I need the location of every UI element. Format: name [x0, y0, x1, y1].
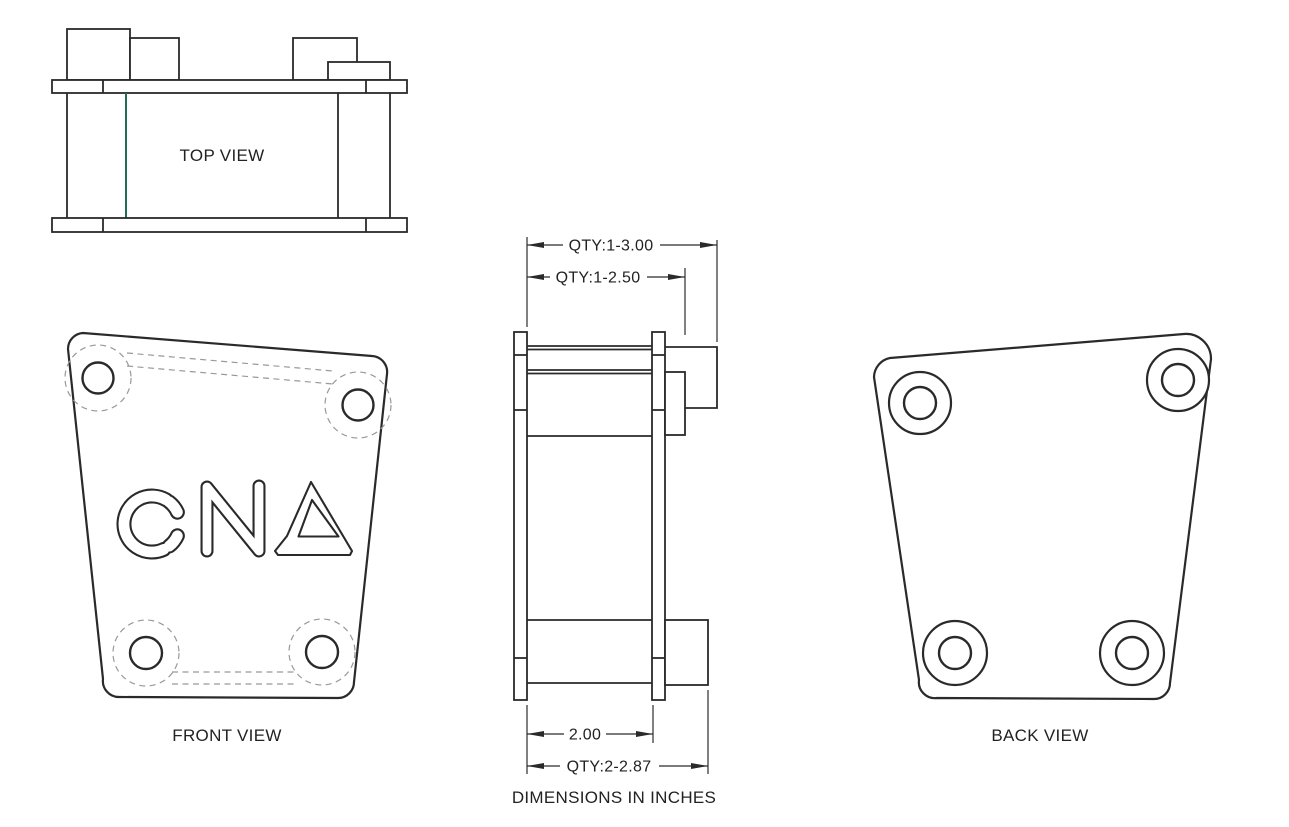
top-view-boss-4 [327, 61, 391, 81]
counterbore-dashed-top-left [64, 344, 132, 412]
front-hole-top-right [341, 388, 375, 422]
c-arc-bottom-inner [163, 530, 183, 552]
counterbore-dashed-bottom-right [288, 618, 356, 686]
cna-logo-letter-c-inner [118, 490, 183, 558]
units-note: DIMENSIONS IN INCHES [512, 788, 716, 807]
top-view-boss-2 [129, 37, 180, 81]
front-hole-bottom-right [304, 634, 340, 670]
dim-inner-arrow-left [527, 274, 544, 280]
front-view-label: FRONT VIEW [172, 726, 281, 745]
dim-overall-text: QTY:2-2.87 [567, 759, 652, 776]
dim-overall-arrow-right [691, 763, 708, 769]
back-counterbores [887, 347, 1211, 687]
dim-spacing-text: 2.00 [569, 727, 601, 744]
front-hole-top-left [81, 361, 115, 395]
top-view-top-flange [51, 79, 408, 94]
cna-logo [116, 479, 354, 560]
counterbore-dashed-top-right [324, 371, 392, 439]
dim-spacing-arrow-right [636, 731, 653, 737]
dim-outer-text: QTY:1-3.00 [569, 238, 654, 255]
top-view-boss-1 [66, 28, 131, 81]
back-view: BACK VIEW [872, 332, 1213, 745]
back-hole-top-right [1160, 362, 1196, 398]
top-view: TOP VIEW [51, 28, 408, 233]
side-right-plate [651, 331, 666, 701]
back-hole-bottom-right [1114, 635, 1150, 671]
side-bottom-boss [664, 619, 709, 686]
side-top-pin [664, 371, 686, 436]
front-view: FRONT VIEW [64, 331, 392, 745]
dim-overall-arrow-left [527, 763, 544, 769]
side-dimensions [526, 237, 718, 774]
front-hidden-lines [64, 344, 392, 687]
top-view-label: TOP VIEW [180, 146, 265, 165]
c-arc-main-inner [118, 490, 172, 558]
dim-outer-arrow-left [527, 242, 544, 248]
dim-inner-arrow-right [668, 274, 685, 280]
top-view-boss-3 [292, 37, 358, 81]
dim-outer-arrow-right [700, 242, 717, 248]
side-top-boss [665, 346, 718, 409]
c-arc-top-inner [163, 496, 183, 518]
back-view-label: BACK VIEW [991, 726, 1088, 745]
front-hole-bottom-left [128, 635, 164, 671]
side-left-plate [513, 331, 528, 701]
side-view: QTY:1-3.00 QTY:1-2.50 2.00 QTY:2-2.87 DI… [512, 237, 718, 807]
back-hole-bottom-left [937, 635, 973, 671]
counterbore-dashed-bottom-left [112, 619, 180, 687]
cna-logo-letter-a-delta [273, 480, 354, 557]
side-cross-members [527, 345, 652, 684]
dim-spacing-arrow-left [527, 731, 544, 737]
cna-logo-letter-n-inner [202, 481, 264, 556]
back-hole-top-left [902, 385, 938, 421]
drawing-root: TOP VIEW [51, 28, 1213, 807]
top-slot-dashed-lower [126, 365, 334, 385]
dim-inner-text: QTY:1-2.50 [556, 270, 641, 287]
top-slot-dashed-upper [126, 352, 334, 372]
top-view-bottom-flange [51, 217, 408, 233]
back-plate-outline [872, 332, 1213, 701]
